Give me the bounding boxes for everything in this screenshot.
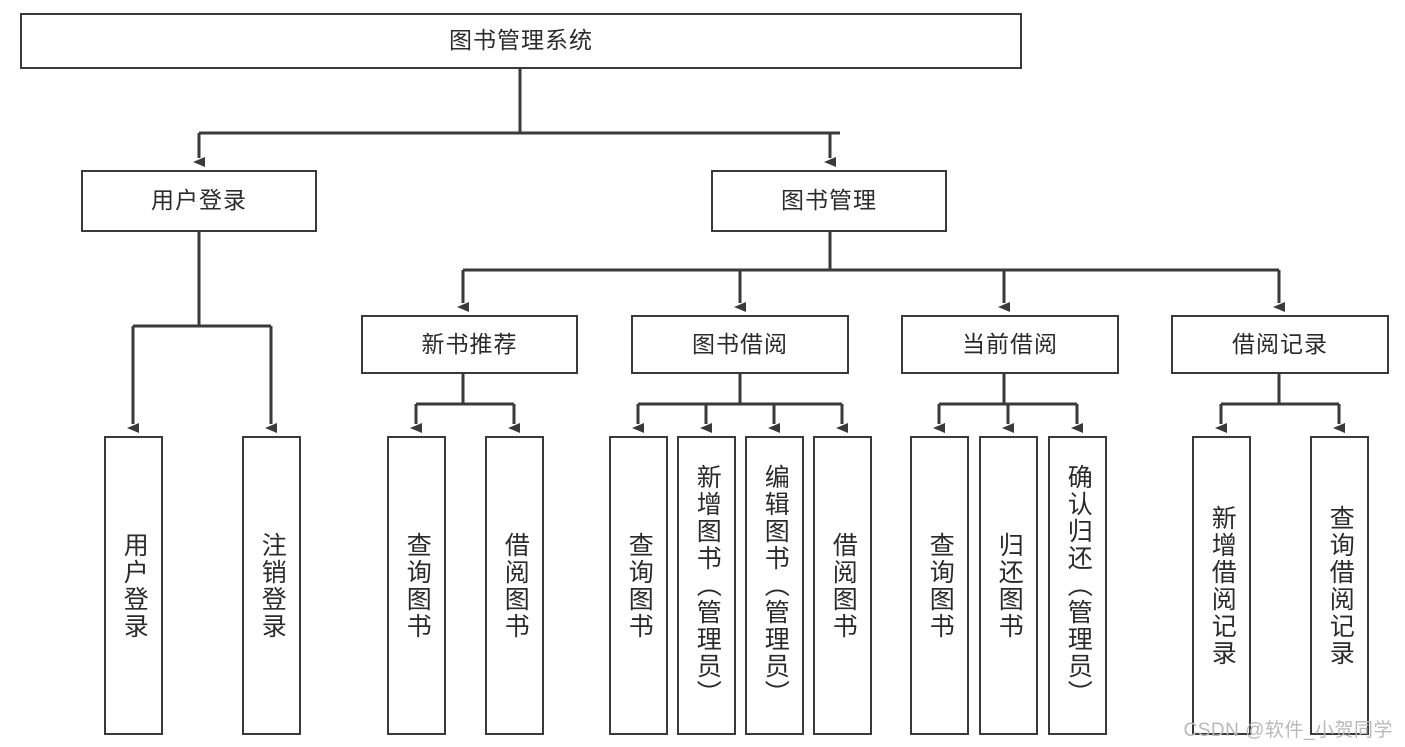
node-leaf-user-login[interactable]: 用户登录 xyxy=(104,436,163,735)
node-leaf-logout-label: 注销登录 xyxy=(258,531,287,640)
node-current-borrow-label: 当前借阅 xyxy=(962,330,1058,357)
node-new-book-rec-label: 新书推荐 xyxy=(421,330,518,357)
node-borrow-record-label: 借阅记录 xyxy=(1232,330,1328,357)
node-book-borrow-label: 图书借阅 xyxy=(692,330,788,357)
node-leaf-add-book[interactable]: 新增图书（管理员） xyxy=(677,436,736,735)
node-leaf-add-record-label: 新增借阅记录 xyxy=(1208,504,1237,667)
node-book-manage[interactable]: 图书管理 xyxy=(711,170,947,232)
node-leaf-query-record[interactable]: 查询借阅记录 xyxy=(1310,436,1369,735)
node-user-login[interactable]: 用户登录 xyxy=(81,170,317,232)
node-leaf-borrow-book-label: 借阅图书 xyxy=(829,531,858,640)
node-borrow-record[interactable]: 借阅记录 xyxy=(1171,315,1389,374)
node-leaf-rec-query-book-label: 查询图书 xyxy=(403,531,432,640)
node-root[interactable]: 图书管理系统 xyxy=(20,13,1022,69)
node-leaf-add-record[interactable]: 新增借阅记录 xyxy=(1192,436,1251,735)
node-leaf-user-login-label: 用户登录 xyxy=(120,531,149,640)
node-leaf-rec-borrow-book[interactable]: 借阅图书 xyxy=(485,436,544,735)
node-leaf-query-record-label: 查询借阅记录 xyxy=(1326,504,1355,667)
node-leaf-add-book-label: 新增图书（管理员） xyxy=(693,464,722,707)
node-leaf-borrow-query-book-label: 查询图书 xyxy=(625,531,654,640)
node-leaf-rec-borrow-book-label: 借阅图书 xyxy=(501,531,530,640)
node-leaf-return-book[interactable]: 归还图书 xyxy=(979,436,1038,735)
node-current-borrow[interactable]: 当前借阅 xyxy=(901,315,1119,374)
node-leaf-borrow-book[interactable]: 借阅图书 xyxy=(813,436,872,735)
node-leaf-confirm-return-label: 确认归还（管理员） xyxy=(1064,464,1093,707)
csdn-watermark: CSDN @软件_小贺同学 xyxy=(1183,720,1393,741)
node-book-manage-label: 图书管理 xyxy=(781,187,877,214)
node-user-login-label: 用户登录 xyxy=(151,187,247,214)
node-leaf-return-book-label: 归还图书 xyxy=(995,531,1024,640)
node-leaf-cur-query-book[interactable]: 查询图书 xyxy=(910,436,969,735)
node-leaf-confirm-return[interactable]: 确认归还（管理员） xyxy=(1048,436,1107,735)
node-book-borrow[interactable]: 图书借阅 xyxy=(631,315,849,374)
node-new-book-rec[interactable]: 新书推荐 xyxy=(361,315,578,374)
node-leaf-edit-book[interactable]: 编辑图书（管理员） xyxy=(745,436,804,735)
node-leaf-borrow-query-book[interactable]: 查询图书 xyxy=(609,436,668,735)
node-leaf-logout[interactable]: 注销登录 xyxy=(242,436,301,735)
node-root-label: 图书管理系统 xyxy=(449,27,593,54)
node-leaf-cur-query-book-label: 查询图书 xyxy=(926,531,955,640)
node-leaf-rec-query-book[interactable]: 查询图书 xyxy=(387,436,446,735)
node-leaf-edit-book-label: 编辑图书（管理员） xyxy=(761,464,790,707)
